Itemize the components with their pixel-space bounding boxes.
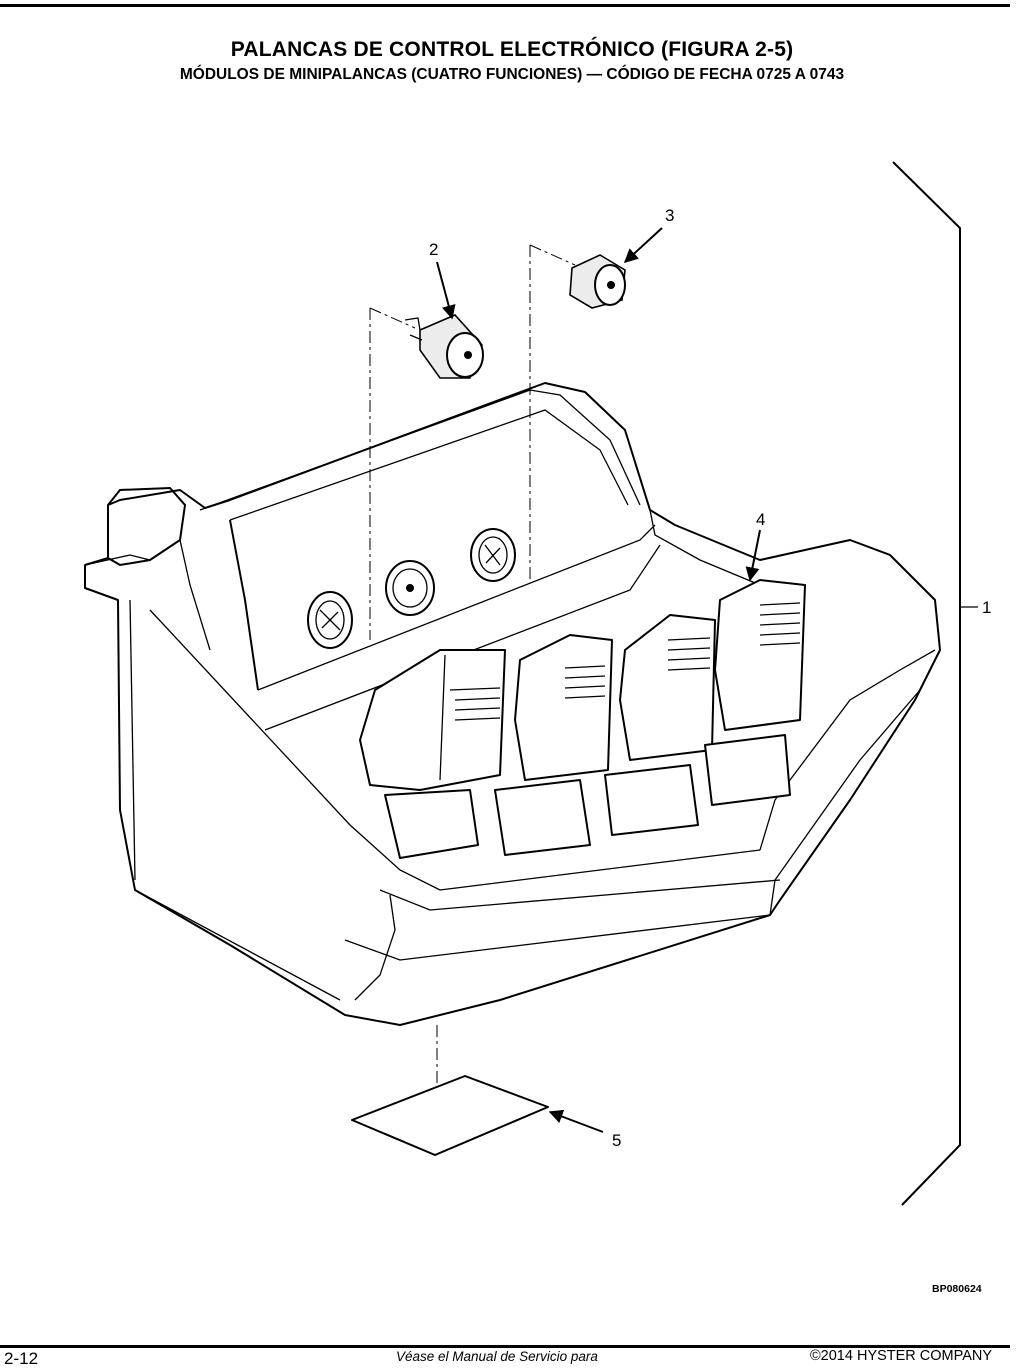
rocker-switch-part [404,314,484,379]
minilever-2 [494,634,613,856]
page-number: 2-12 [4,1349,39,1368]
label-plate [351,1075,549,1156]
assembly-bracket [892,161,961,1206]
callout-5: 5 [612,1131,621,1150]
page-title: PALANCAS DE CONTROL ELECTRÓNICO (FIGURA … [230,38,794,61]
callout-3: 3 [665,206,674,225]
drawing-code: BP080624 [932,1283,982,1295]
minilever-1 [359,649,506,859]
copyright: ©2014 HYSTER COMPANY [810,1348,993,1364]
bottom-rule [0,1345,1010,1348]
minilever-3 [604,614,716,836]
callout-2: 2 [429,240,438,259]
callout-1: 1 [982,598,991,617]
leader-arrow-3 [623,227,663,263]
minilever-4 [704,579,806,806]
page-subtitle: MÓDULOS DE MINIPALANCAS (CUATRO FUNCIONE… [179,66,845,83]
switch-hole-right [470,528,516,582]
housing-body [84,382,941,1026]
switch-hole-left [307,591,353,649]
leader-arrow-4 [745,529,761,582]
service-manual-reference: Véase el Manual de Servicio para [396,1349,598,1364]
switch-hole-center [385,560,435,616]
callout-4: 4 [756,510,765,529]
connector-block [107,486,187,567]
leader-arrow-5 [548,1109,604,1133]
leader-arrow-2 [436,261,456,320]
top-rule [0,4,1010,7]
hole-plug-part [569,254,626,309]
